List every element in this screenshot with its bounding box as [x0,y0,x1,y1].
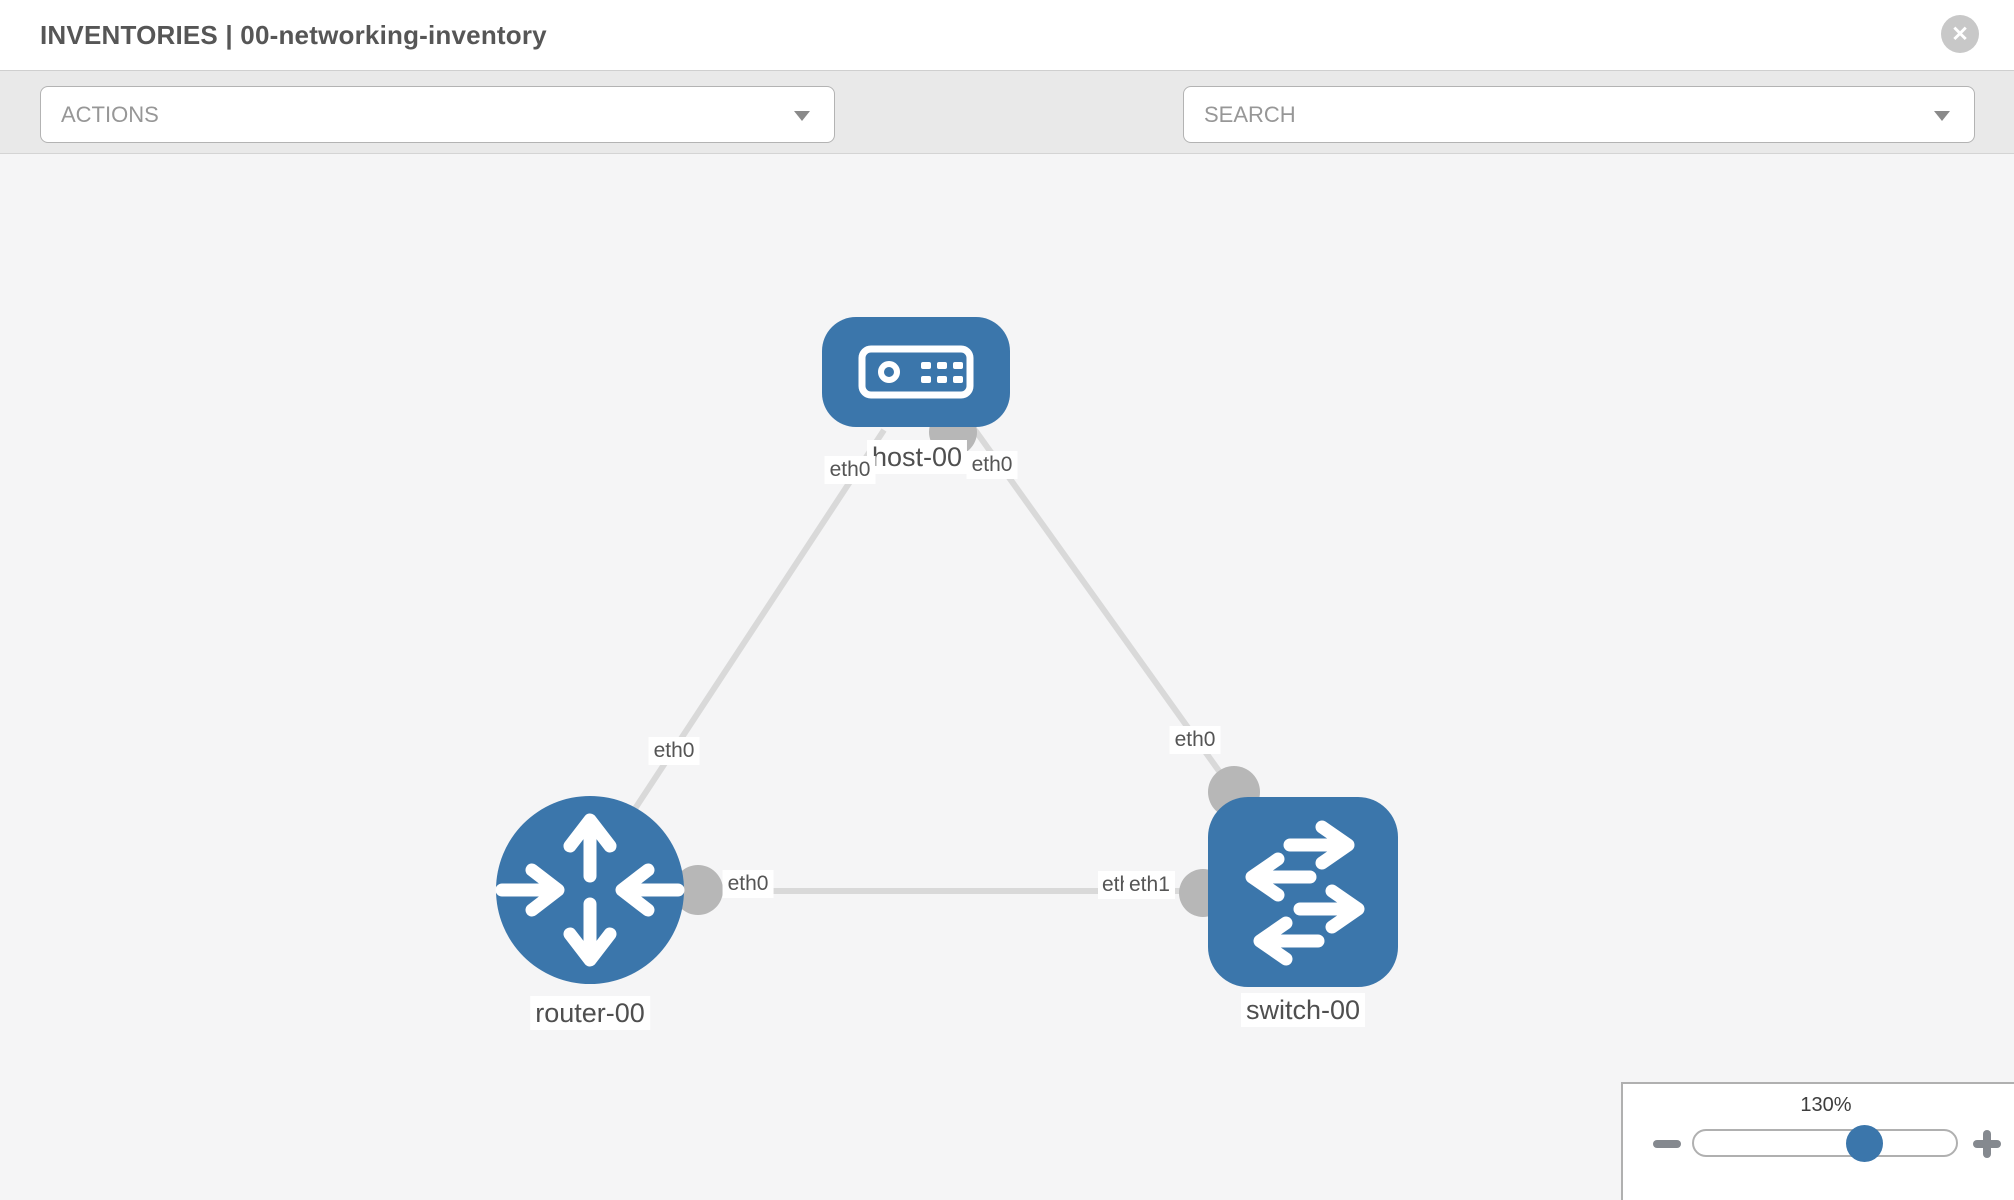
search-dropdown[interactable]: SEARCH [1183,86,1975,143]
plus-icon-vertical [1983,1130,1991,1158]
node-router-00[interactable] [495,796,685,984]
node-switch-00[interactable] [1208,797,1398,987]
router-arrows-icon [495,813,685,967]
interface-dot-router00-eth0 [673,865,723,915]
zoom-out-button[interactable] [1645,1122,1689,1166]
link-host00-router00[interactable] [618,428,887,832]
link-host00-switch00[interactable] [972,428,1237,794]
topology-canvas[interactable]: host-00 eth0 eth0 eth0 eth0 eth0 eth1 et… [0,154,2014,1200]
chevron-down-icon [1934,111,1950,121]
close-icon: ✕ [1951,22,1969,46]
zoom-slider-track[interactable] [1692,1129,1958,1157]
actions-dropdown-label: ACTIONS [61,101,159,127]
header: INVENTORIES | 00-networking-inventory ✕ [0,0,2014,71]
chevron-down-icon [794,111,810,121]
search-placeholder: SEARCH [1204,101,1296,127]
close-button[interactable]: ✕ [1941,15,1979,53]
actions-dropdown[interactable]: ACTIONS [40,86,835,143]
switch-arrows-icon [1245,820,1365,966]
minus-icon [1653,1140,1681,1148]
toolbar: ACTIONS SEARCH [0,71,2014,200]
node-host-00[interactable] [822,317,1010,427]
page-title: INVENTORIES | 00-networking-inventory [40,20,547,50]
zoom-panel: 130% [1621,1082,2014,1200]
zoom-in-button[interactable] [1965,1122,2009,1166]
zoom-level-value: 130% [1800,1094,1852,1116]
server-icon [858,345,974,399]
zoom-slider-thumb[interactable] [1846,1125,1883,1162]
